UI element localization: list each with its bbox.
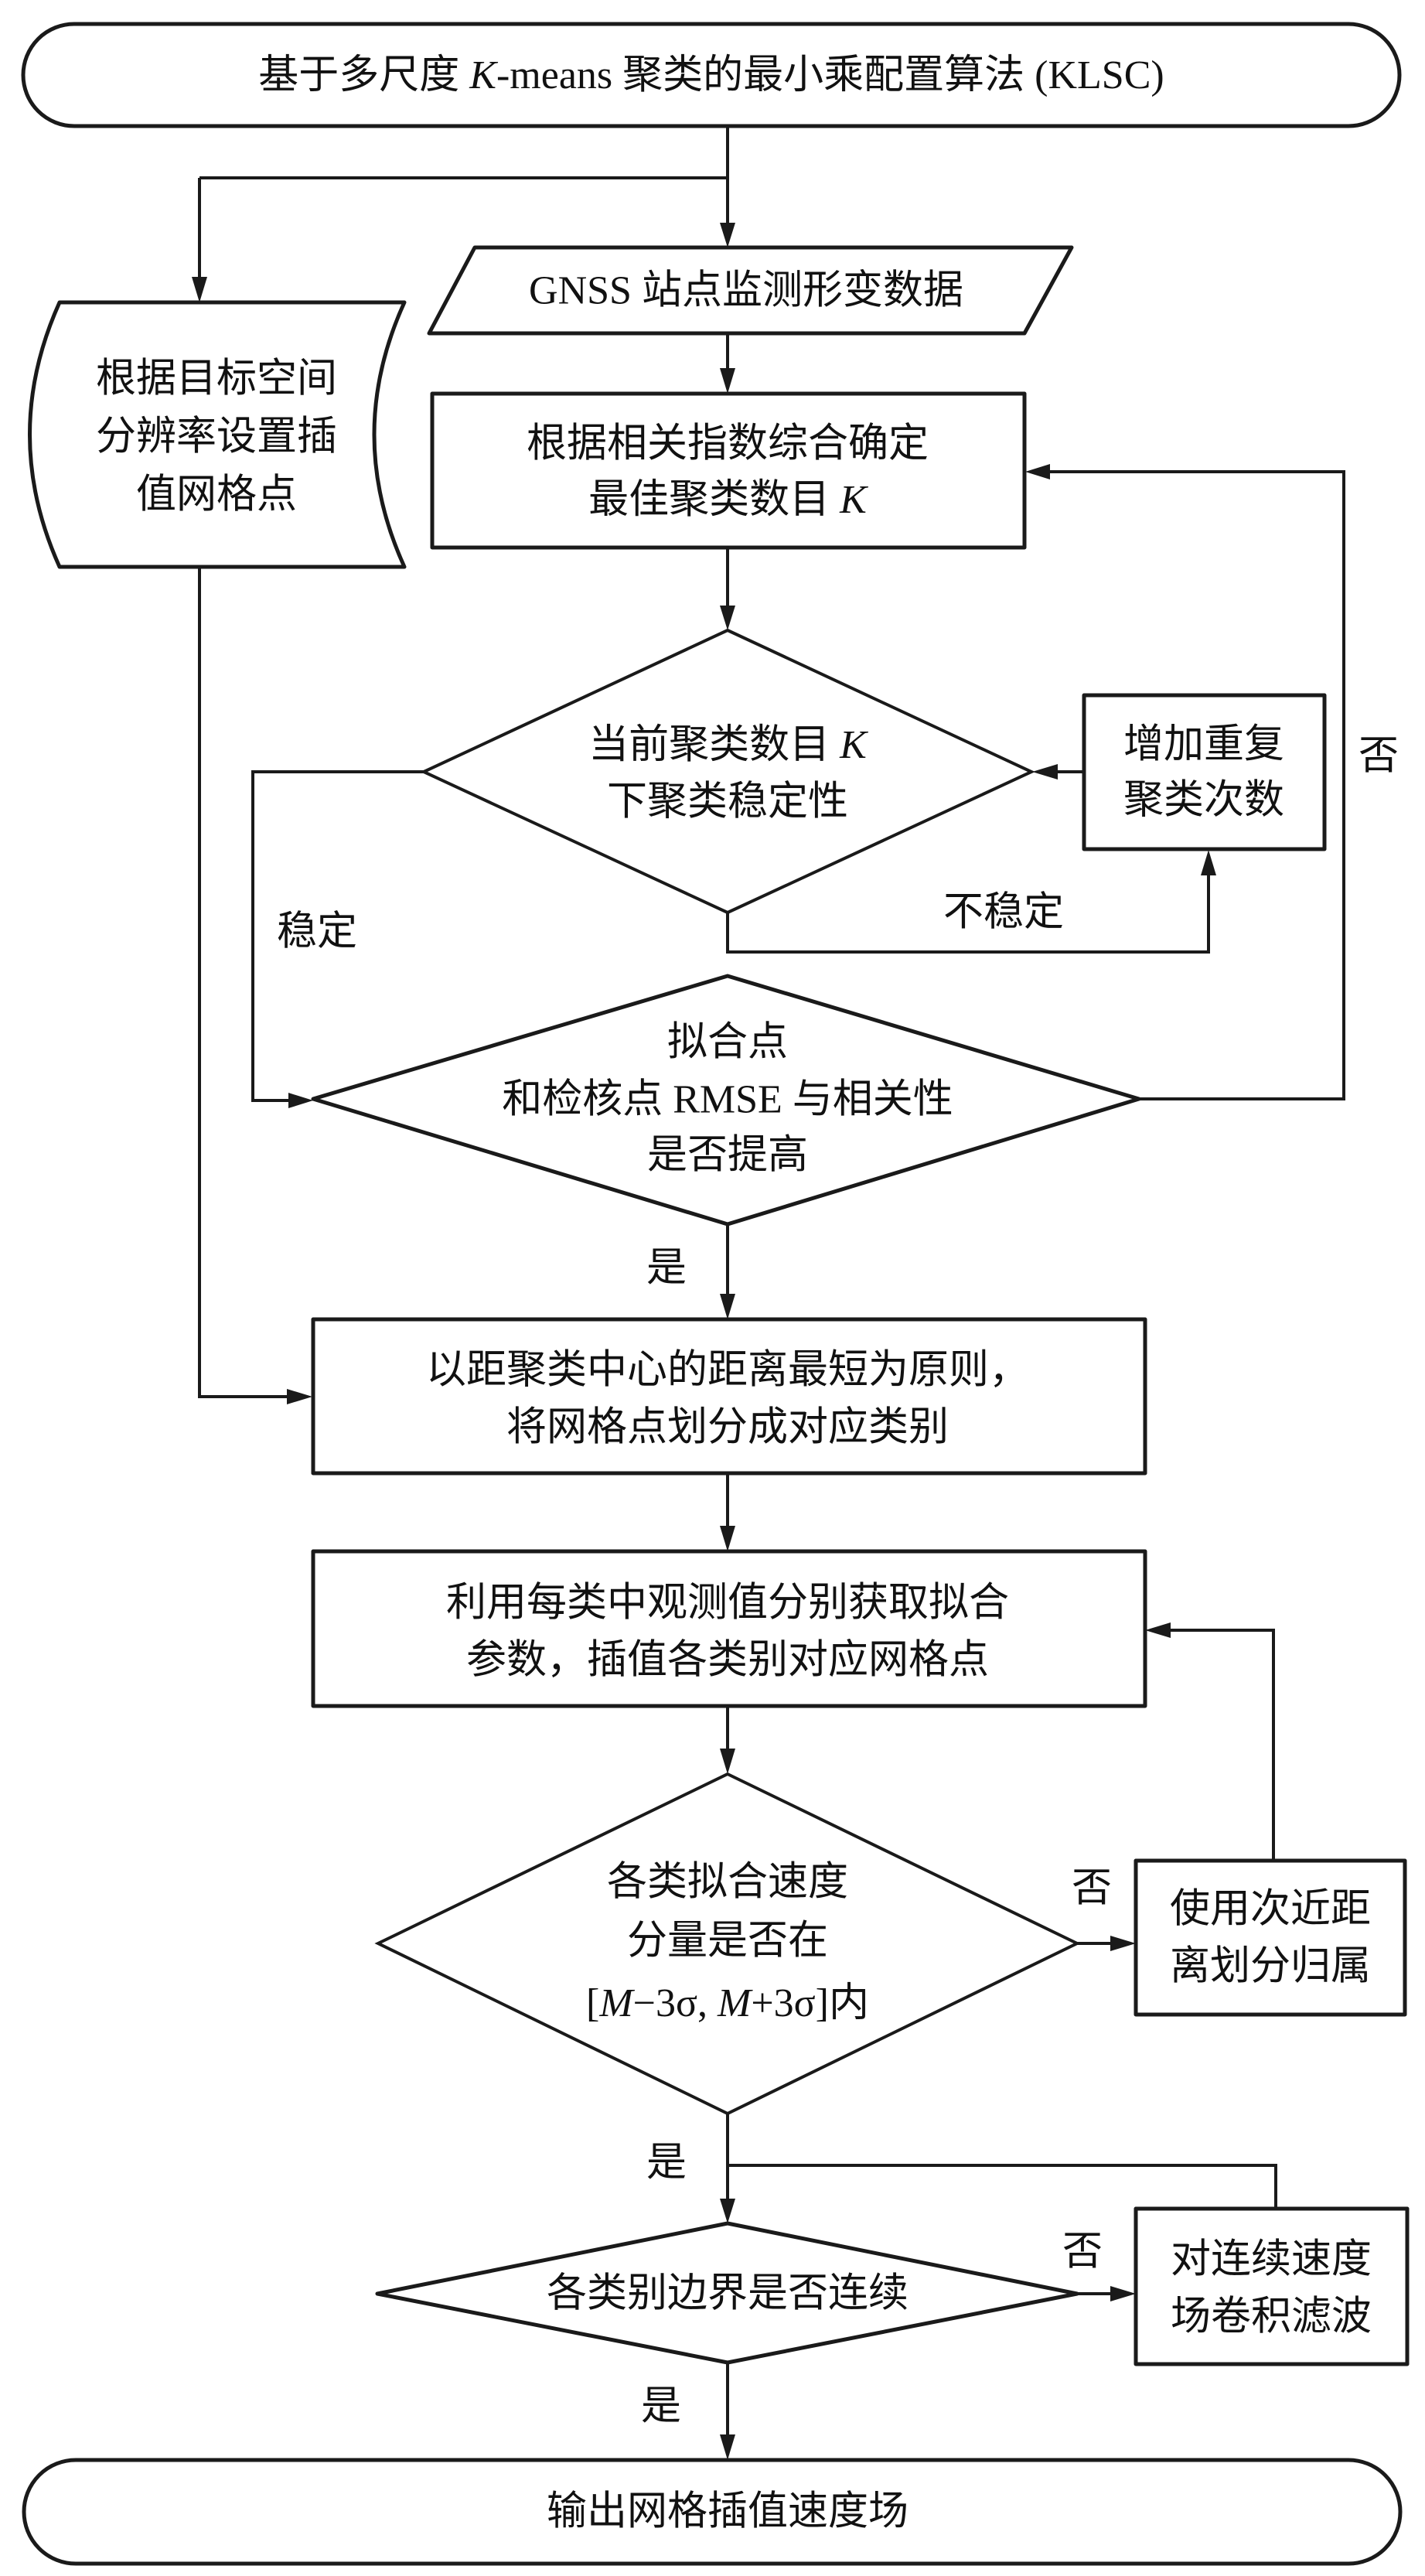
rmse-check-decision: 拟合点 和检核点 RMSE 与相关性 是否提高 [311,974,1141,1227]
reassign-line-2: 离划分归属 [1170,1945,1371,1989]
filter-line-1: 对连续速度 [1171,2238,1372,2282]
determine-k-line-2: 最佳聚类数目 K [588,478,868,522]
arrowhead [192,277,207,302]
arrowhead [720,368,735,394]
boundary-check-label: 各类别边界是否连续 [547,2272,909,2316]
end-terminator: 输出网格插值速度场 [22,2458,1403,2566]
range-check-line-2: 分量是否在 [627,1919,828,1964]
edge-label-stable: 稳定 [277,910,357,954]
edge-label-range-yes: 是 [646,2141,687,2185]
grid-setup-line-3: 值网格点 [136,473,297,517]
start-label: 基于多尺度 K-means 聚类的最小乘配置算法 (KLSC) [258,53,1164,97]
connector-unstable [726,874,1210,954]
edge-label-unstable: 不稳定 [943,891,1064,935]
connector-reassign-fit [1169,1629,1275,1861]
arrowhead [1110,1936,1136,1951]
assign-grid-line-2: 将网格点划分成对应类别 [506,1406,949,1450]
arrowhead [720,2434,735,2460]
assign-grid-node: 以距聚类中心的距离最短为原则， 将网格点划分成对应类别 [311,1317,1147,1476]
assign-grid-line-1: 以距聚类中心的距离最短为原则， [426,1349,1029,1393]
connector-grid-setup-assign [198,567,288,1398]
fit-interpolate-node: 利用每类中观测值分别获取拟合 参数，插值各类别对应网格点 [311,1549,1147,1708]
edge-label-boundary-no: 否 [1062,2230,1103,2274]
grid-setup-line-1: 根据目标空间 [96,357,337,401]
arrowhead [287,1389,312,1404]
increase-repeats-line-1: 增加重复 [1123,723,1284,767]
arrowhead [720,606,735,630]
arrowhead [1145,1622,1171,1638]
arrowhead [720,1294,735,1319]
range-check-line-3: [M−3σ, M+3σ]内 [586,1981,869,2025]
connector-stable [251,770,424,1102]
rmse-check-line-3: 是否提高 [647,1134,808,1178]
arrowhead [720,1526,735,1551]
fit-interpolate-line-2: 参数，插值各类别对应网格点 [466,1639,989,1683]
stability-check-decision: 当前聚类数目 K 下聚类稳定性 [420,628,1035,915]
rmse-check-line-2: 和检核点 RMSE 与相关性 [502,1078,953,1122]
arrowhead [1025,464,1050,479]
determine-k-node: 根据相关指数综合确定 最佳聚类数目 K [430,391,1027,550]
edge-label-range-no: 否 [1072,1867,1112,1911]
edge-label-boundary-yes: 是 [641,2385,681,2429]
arrowhead [1032,764,1058,780]
reassign-line-1: 使用次近距 [1170,1888,1371,1932]
increase-repeats-node: 增加重复 聚类次数 [1082,693,1327,851]
arrowhead [720,1749,735,1774]
range-check-line-1: 各类拟合速度 [607,1861,848,1905]
gnss-input-label: GNSS 站点监测形变数据 [529,269,963,313]
connector-rmse-no [1048,470,1345,1100]
reassign-node: 使用次近距 离划分归属 [1134,1858,1407,2017]
edge-label-rmse-no: 否 [1359,735,1399,779]
edge-label-rmse-yes: 是 [646,1247,687,1291]
arrowhead [720,223,735,247]
grid-setup-line-2: 分辨率设置插 [96,415,337,459]
arrowhead [720,2199,735,2223]
arrowhead [288,1093,313,1108]
end-label: 输出网格插值速度场 [547,2490,909,2534]
connector-filter-junction [728,2164,1277,2209]
filter-line-2: 场卷积滤波 [1171,2295,1372,2339]
arrowhead [1110,2286,1136,2301]
start-terminator: 基于多尺度 K-means 聚类的最小乘配置算法 (KLSC) [21,22,1402,128]
gnss-input-node: GNSS 站点监测形变数据 [427,245,1074,336]
determine-k-line-1: 根据相关指数综合确定 [527,422,929,466]
fit-interpolate-line-1: 利用每类中观测值分别获取拟合 [446,1581,1009,1626]
increase-repeats-line-2: 聚类次数 [1123,779,1284,823]
boundary-check-decision: 各类别边界是否连续 [375,2221,1079,2365]
range-check-decision: 各类拟合速度 分量是否在 [M−3σ, M+3σ]内 [374,1772,1081,2116]
rmse-check-line-1: 拟合点 [667,1021,788,1065]
arrowhead [1201,850,1216,875]
filter-node: 对连续速度 场卷积滤波 [1134,2206,1410,2366]
grid-setup-node: 根据目标空间 分辨率设置插 值网格点 [28,300,407,569]
stability-check-line-2: 下聚类稳定性 [607,780,848,824]
stability-check-line-1: 当前聚类数目 K [588,723,868,767]
